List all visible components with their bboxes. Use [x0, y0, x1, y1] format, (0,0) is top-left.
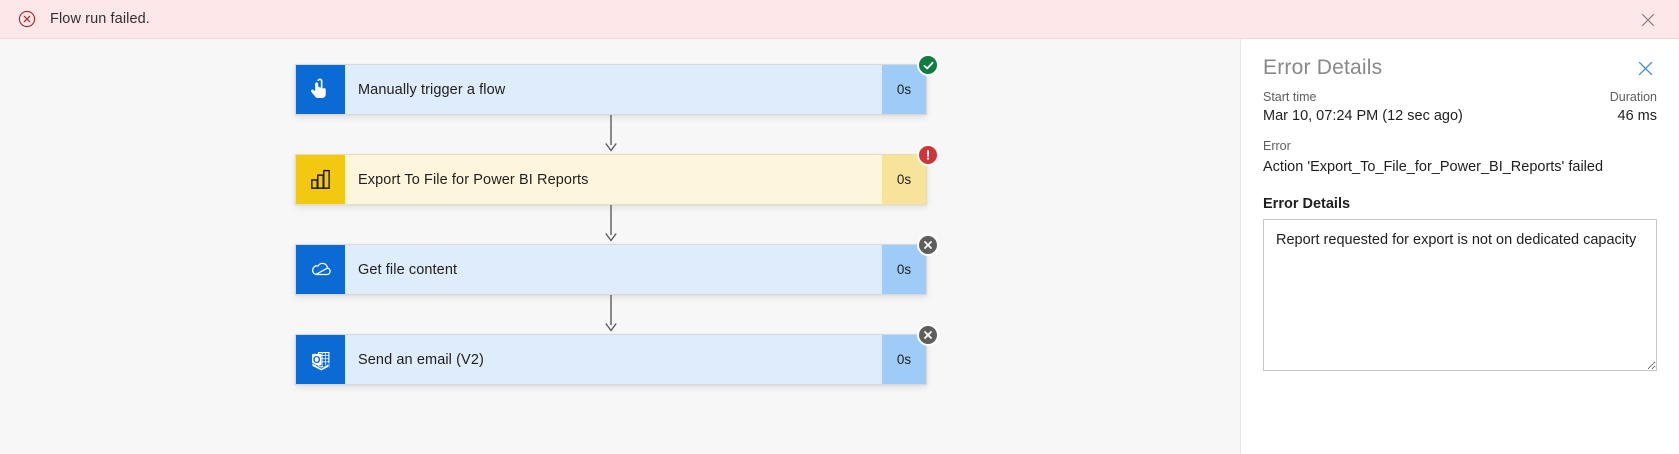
flow-connector-arrow [295, 295, 927, 334]
power-bi-bar-chart-icon [296, 155, 345, 204]
flow-node-duration: 0s [882, 335, 926, 384]
flow-node-wrapper: Manually trigger a flow 0s [295, 54, 939, 115]
banner-message: Flow run failed. [50, 11, 150, 27]
manual-trigger-hand-icon [296, 65, 345, 114]
start-time-label: Start time [1263, 90, 1317, 104]
panel-header: Error Details [1263, 39, 1657, 83]
error-details-textbox[interactable]: Report requested for export is not on de… [1263, 218, 1657, 371]
flow-run-error-banner: Flow run failed. [0, 0, 1679, 39]
onedrive-cloud-icon [296, 245, 345, 294]
flow-node-wrapper: Export To File for Power BI Reports 0s [295, 144, 939, 205]
flow-node-wrapper: O Send an email (V2) 0s [295, 324, 939, 385]
duration-label: Duration [1609, 90, 1657, 104]
flow-node-export-to-file-for-power-bi-reports[interactable]: Export To File for Power BI Reports 0s [295, 144, 939, 205]
flow-node-wrapper: Get file content 0s [295, 234, 939, 295]
error-details-panel: Error Details Start time Mar 10, 07:24 P… [1240, 39, 1679, 454]
flow-node-get-file-content[interactable]: Get file content 0s [295, 234, 939, 295]
error-block: Error Action 'Export_To_File_for_Power_B… [1263, 139, 1657, 178]
duration-block: Duration 46 ms [1610, 90, 1657, 124]
flow-node-list: Manually trigger a flow 0s [295, 54, 939, 385]
flow-node-manually-trigger-a-flow[interactable]: Manually trigger a flow 0s [295, 54, 939, 115]
status-badge-succeeded[interactable] [917, 54, 939, 76]
outlook-mail-icon: O [296, 335, 345, 384]
error-details-heading: Error Details [1263, 195, 1351, 212]
flow-connector-arrow [295, 205, 927, 244]
flow-node-duration: 0s [882, 65, 926, 114]
error-message: Action 'Export_To_File_for_Power_BI_Repo… [1263, 159, 1604, 175]
flow-node-send-an-email-v2[interactable]: O Send an email (V2) 0s [295, 324, 939, 385]
panel-title: Error Details [1263, 56, 1383, 79]
flow-node-duration: 0s [882, 155, 926, 204]
flow-node-title: Send an email (V2) [358, 351, 484, 368]
banner-close-icon[interactable] [1639, 11, 1657, 29]
status-badge-skipped[interactable] [917, 324, 939, 346]
error-circle-x-icon [18, 10, 36, 28]
status-badge-skipped[interactable] [917, 234, 939, 256]
flow-node-title: Manually trigger a flow [358, 81, 506, 98]
flow-node-title: Export To File for Power BI Reports [358, 171, 589, 188]
flow-connector-arrow [295, 115, 927, 154]
svg-text:O: O [312, 354, 320, 365]
status-badge-failed[interactable] [917, 144, 939, 166]
run-metadata-row: Start time Mar 10, 07:24 PM (12 sec ago)… [1263, 90, 1657, 124]
start-time-value: Mar 10, 07:24 PM (12 sec ago) [1263, 108, 1463, 124]
flow-canvas[interactable]: Manually trigger a flow 0s [0, 39, 1240, 454]
flow-node-title: Get file content [358, 261, 458, 278]
duration-value: 46 ms [1617, 108, 1658, 124]
error-label: Error [1263, 139, 1291, 153]
start-time-block: Start time Mar 10, 07:24 PM (12 sec ago) [1263, 90, 1463, 124]
panel-close-icon[interactable] [1636, 59, 1655, 78]
flow-node-duration: 0s [882, 245, 926, 294]
